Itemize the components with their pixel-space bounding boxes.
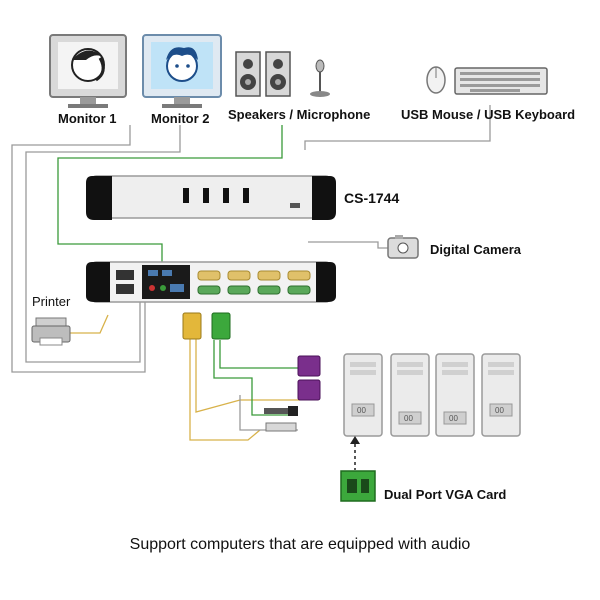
monitor-1-label: Monitor 1 <box>58 111 117 126</box>
monitor-2-icon <box>142 34 222 108</box>
vga-card-label: Dual Port VGA Card <box>384 487 507 502</box>
diagram-caption: Support computers that are equipped with… <box>129 536 471 553</box>
cable-camera <box>308 241 388 249</box>
kvm-vga-ports <box>197 270 311 295</box>
pc-tower-2 <box>390 353 430 437</box>
pc-tower-4 <box>481 353 521 437</box>
cable-printer <box>62 314 109 334</box>
usb-mouse-icon <box>426 66 446 94</box>
microphone-icon <box>310 59 330 97</box>
dual-port-vga-card-icon <box>340 470 376 502</box>
cable-monitor-1 <box>11 125 146 373</box>
audio-plug-icon <box>264 406 298 432</box>
pc-badge-3: 00 <box>449 414 458 423</box>
kvm-switch-rear <box>86 261 336 303</box>
cable-yellow-2 <box>195 330 300 413</box>
pc-tower-1 <box>343 353 383 437</box>
usb-keyboard-icon <box>454 67 548 95</box>
kvm-switch-front <box>86 175 336 220</box>
pc-badges: 00 00 00 00 <box>357 406 504 423</box>
monitor-2-label: Monitor 2 <box>151 111 210 126</box>
pc-badge-4: 00 <box>495 406 504 415</box>
cable-vga-green <box>219 340 300 369</box>
cable-speakers <box>57 125 283 268</box>
pc-tower-3 <box>435 353 475 437</box>
kvm-model-label: CS-1744 <box>344 190 400 206</box>
digital-camera-icon <box>387 235 419 259</box>
usb-devices-label: USB Mouse / USB Keyboard <box>401 107 576 122</box>
pc-badge-1: 00 <box>357 406 366 415</box>
digital-camera-label: Digital Camera <box>430 242 522 257</box>
monitor-1-icon <box>49 34 127 108</box>
printer-label: Printer <box>32 294 71 309</box>
cable-vga-green-2 <box>213 340 290 416</box>
cables <box>11 105 491 441</box>
printer-icon <box>31 317 71 346</box>
speakers-icon <box>235 51 291 97</box>
pc-badge-2: 00 <box>404 414 413 423</box>
purple-connectors <box>297 355 321 401</box>
speakers-microphone-label: Speakers / Microphone <box>228 107 371 122</box>
kvm-cable-connectors <box>182 312 231 340</box>
vga-card-arrow <box>350 436 360 470</box>
cable-vga-yellow <box>189 330 261 441</box>
cable-usb <box>304 105 491 150</box>
cable-monitor-2 <box>25 125 181 363</box>
